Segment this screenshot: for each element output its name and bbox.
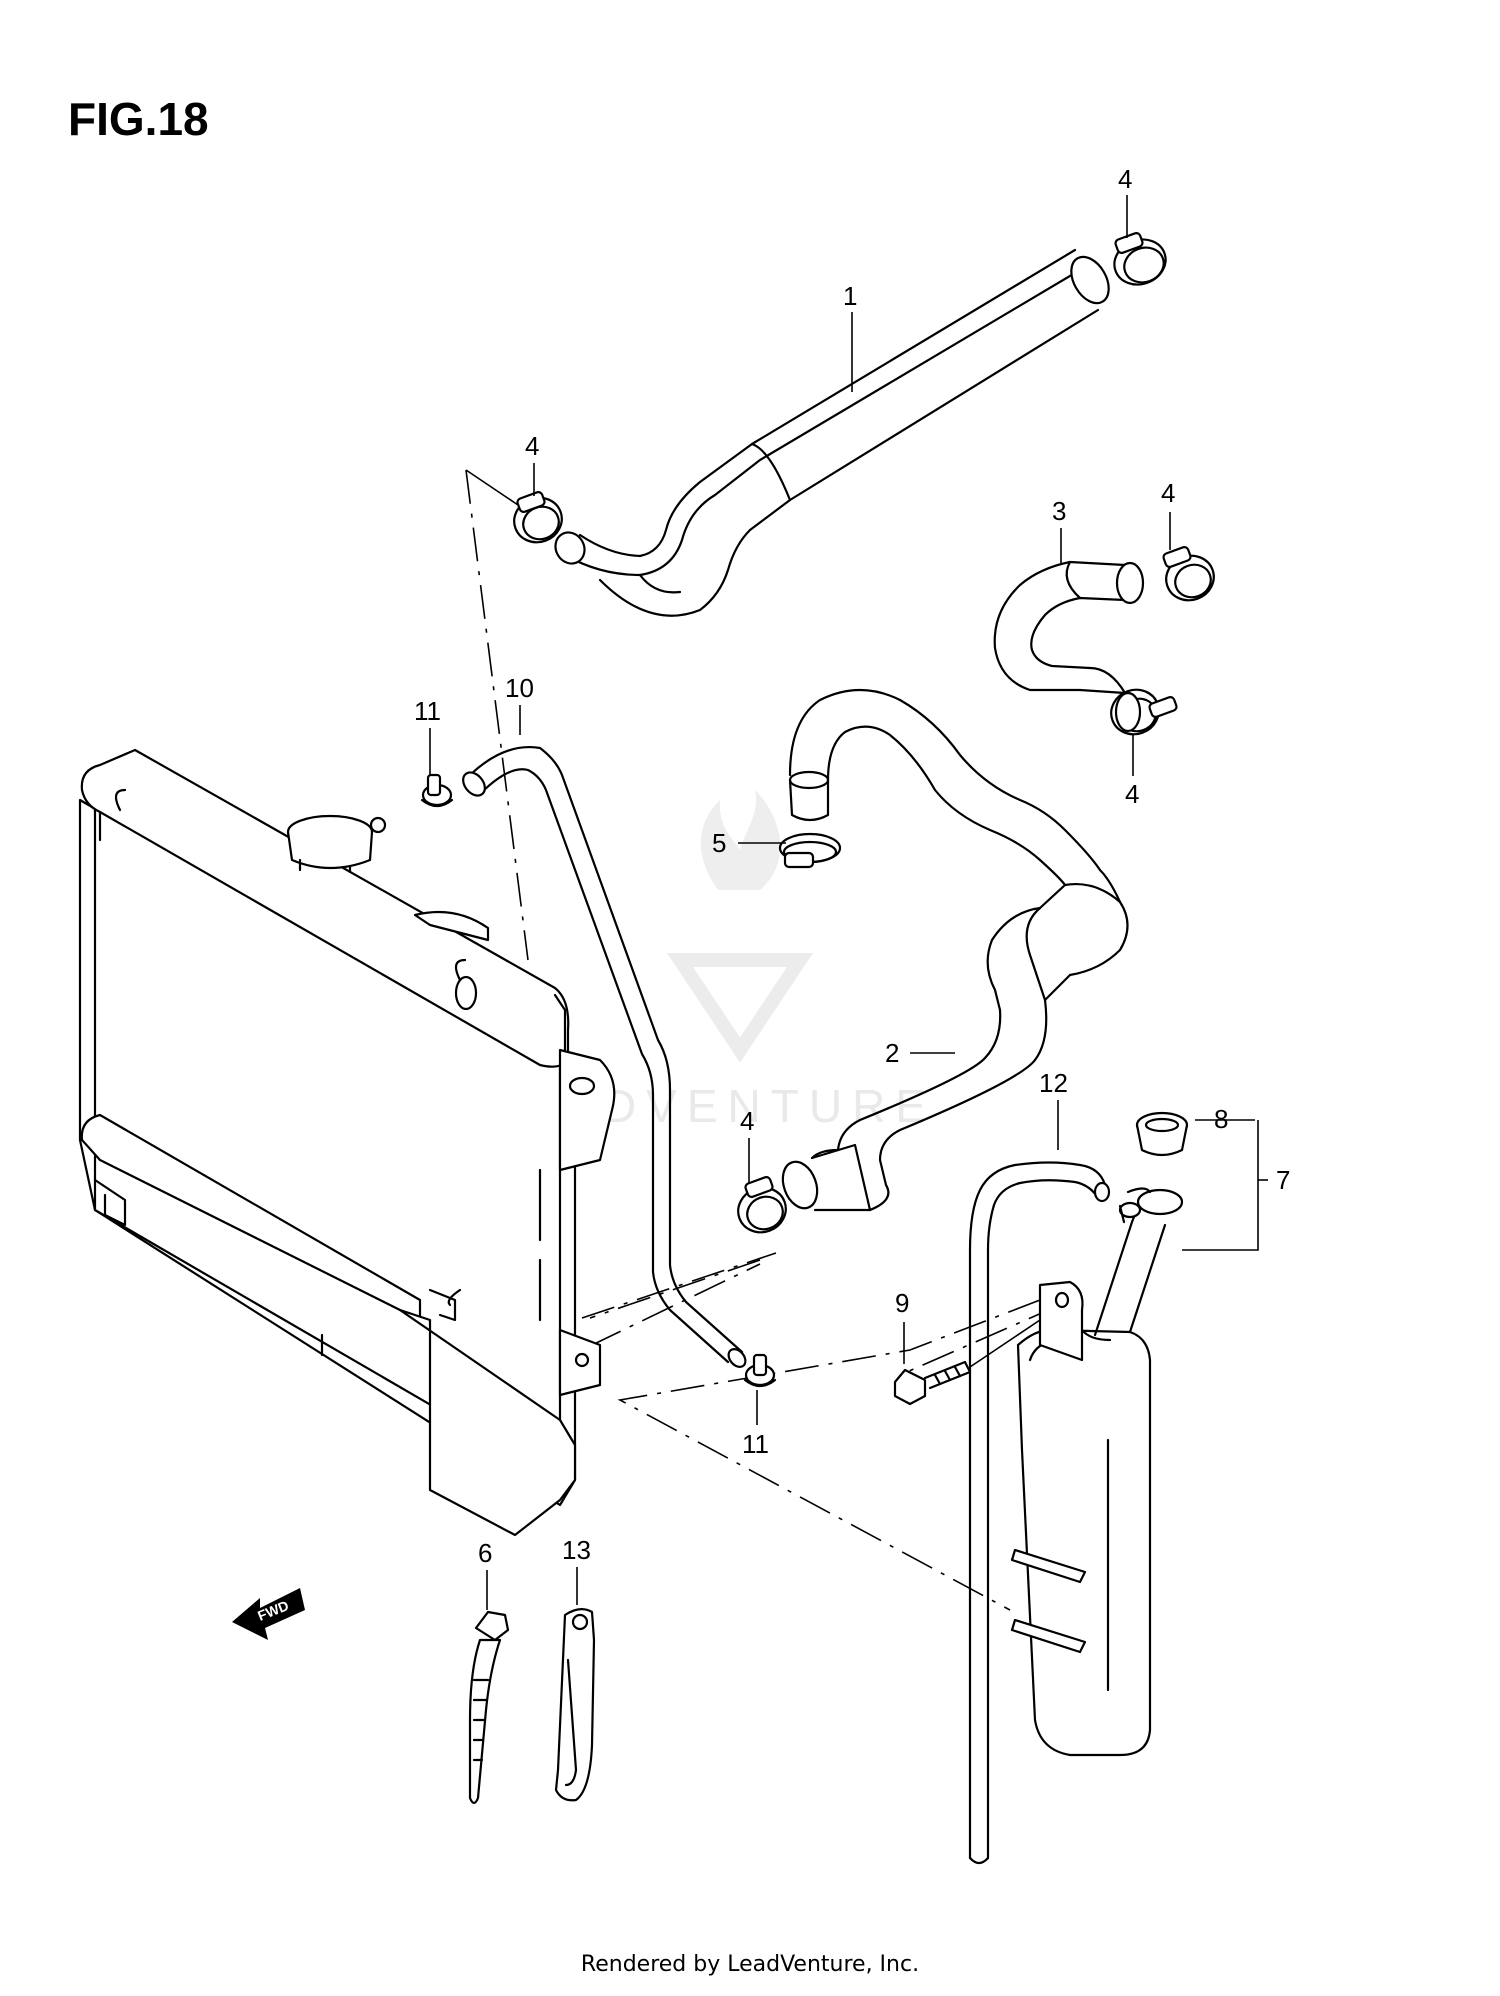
hose-2: [781, 688, 1129, 1212]
callout-4: 4: [1125, 779, 1139, 809]
callout-6: 6: [478, 1538, 492, 1568]
cap-8: [1135, 1111, 1189, 1157]
alignment-lines: [465, 469, 1061, 1611]
callout-4: 4: [525, 431, 539, 461]
callout-numbers: 4 1 4 3 4 4 10 11 5 2 4 12 8 7 9 11 6 13: [414, 164, 1290, 1568]
callout-3: 3: [1052, 496, 1066, 526]
callout-12: 12: [1039, 1068, 1068, 1098]
clamp-4-left: [513, 491, 563, 544]
clamp-5: [778, 832, 842, 869]
clamp-11-top: [420, 773, 454, 808]
callout-2: 2: [885, 1038, 899, 1068]
hose-1: [554, 248, 1110, 617]
callout-8: 8: [1214, 1104, 1228, 1134]
bolt-9: [893, 1319, 1041, 1406]
strap-13: [554, 1608, 596, 1802]
footer-credit: Rendered by LeadVenture, Inc.: [580, 1952, 920, 1977]
figure-title: FIG.18: [68, 93, 209, 145]
callout-1: 1: [843, 281, 857, 311]
callout-9: 9: [895, 1288, 909, 1318]
callout-7: 7: [1276, 1165, 1290, 1195]
fwd-arrow-icon: FWD: [232, 1588, 305, 1640]
callout-4: 4: [740, 1106, 754, 1136]
leader-lines: [429, 195, 1268, 1610]
clamp-11-bottom: [743, 1353, 777, 1388]
hose-10: [462, 746, 747, 1368]
hose-12: [968, 1161, 1142, 1865]
callout-11: 11: [414, 696, 441, 726]
radiator: [78, 748, 616, 1537]
tie-strap-6: [468, 1610, 510, 1805]
hose-3: [993, 560, 1145, 733]
clamp-4-top-right: [1113, 232, 1167, 286]
reservoir-tank: [1010, 1187, 1184, 1757]
callout-4: 4: [1161, 478, 1175, 508]
clamp-4-hose3-top: [1162, 546, 1215, 602]
callout-4: 4: [1118, 164, 1132, 194]
callout-10: 10: [505, 673, 534, 703]
callout-11: 11: [742, 1429, 769, 1459]
callout-13: 13: [562, 1535, 591, 1565]
callout-5: 5: [712, 828, 726, 858]
clamp-4-hose2: [737, 1176, 787, 1234]
